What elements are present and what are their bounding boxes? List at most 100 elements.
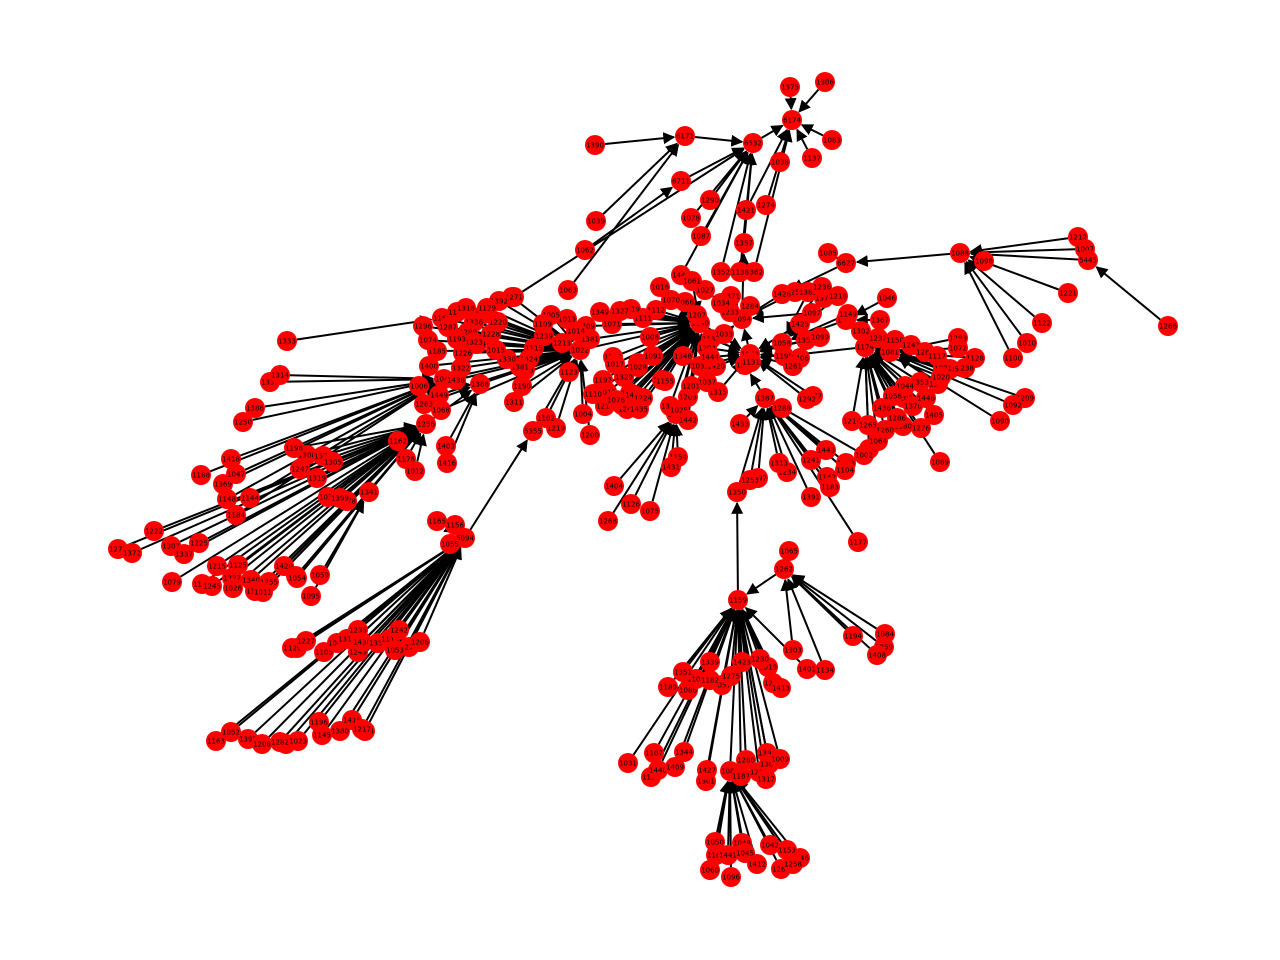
node-label: 1420 [275,563,293,571]
node-label: 1083 [823,137,841,145]
node-n1329: 1329 [614,367,634,387]
node-label: 1108 [687,676,705,684]
node-circle [621,494,641,514]
node-n1064: 1064 [868,431,888,451]
node-label: 1084 [876,631,894,639]
edge-n1033-n1094 [721,325,735,338]
node-label: 1099 [811,334,829,342]
node-label: 1392 [490,298,508,306]
node-circle [721,867,741,887]
node-circle [310,565,330,585]
node-label: 1174 [856,344,874,352]
node-n1187: 1187 [731,766,751,786]
node-label: 1062 [576,247,594,255]
node-n1145: 1145 [312,725,332,745]
node-n1222: 1222 [144,521,164,541]
node-label: 1201 [682,383,700,391]
node-label: 1282 [271,739,289,747]
node-n1053: 1053 [385,640,405,660]
node-label: 1313 [770,460,788,468]
edge-n1300-n1159 [736,609,769,755]
edge-n1229-n1159 [734,609,759,763]
node-n1375: 1375 [780,77,800,97]
edge-n1097-n1094 [751,311,803,324]
node-label: 1251 [786,289,804,297]
node-label: 1401 [798,666,816,674]
node-circle [162,572,182,592]
node-label: 1430 [353,639,371,647]
node-n1443: 1443 [816,440,836,460]
node-label: 1111 [634,315,652,323]
node-n1262: 1262 [774,559,794,579]
node-circle [815,660,835,680]
node-circle [770,749,790,769]
node-n1188: 1188 [191,465,211,485]
node-n1165: 1165 [427,511,447,531]
node-label: 1015 [487,347,505,355]
node-n1333: 1333 [277,331,297,351]
node-n1076: 1076 [606,390,626,410]
node-n1215: 1215 [207,556,227,576]
node-n1138: 1138 [730,262,750,282]
node-label: 1247 [291,466,309,474]
node-circle [760,835,780,855]
node-n1075: 1075 [640,501,660,521]
node-label: 1052 [222,729,240,737]
node-n1403: 1403 [436,436,456,456]
node-label: 1202 [895,395,913,403]
node-circle [523,421,543,441]
node-circle [223,578,243,598]
node-label: 1119 [622,306,640,314]
node-label: 1348 [674,353,692,361]
node-n1179: 1179 [477,298,497,318]
node-label: 6711 [672,178,690,186]
node-n1449: 1449 [429,385,449,405]
node-label: 1166 [433,315,451,323]
node-label: 1180 [894,423,912,431]
edge-n1266-n5445 [1095,266,1161,321]
edge-n1126-n1325 [634,422,672,496]
node-label: 1441 [719,852,737,860]
node-circle [818,243,838,263]
node-label: 1057 [713,682,731,690]
node-label: 1227 [297,638,315,646]
node-label: 1037 [698,379,716,387]
edge-n1177-n1387 [770,406,854,535]
node-label: 1154 [669,454,687,462]
node-label: 1079 [163,579,181,587]
node-n1227: 1227 [296,631,316,651]
node-n1431: 1431 [661,457,681,477]
node-n1344: 1344 [674,742,694,762]
node-label: 1096 [722,874,740,882]
node-circle [1003,348,1023,368]
node-label: 1427 [698,767,716,775]
node-n1010: 1010 [1017,333,1037,353]
node-label: 1337 [175,551,193,559]
node-n6711: 6711 [671,171,691,191]
node-label: 1206 [411,639,429,647]
node-n1031: 1031 [618,753,638,773]
node-label: 1089 [931,459,949,467]
edge-n1159-n1350 [731,501,744,591]
node-circle [930,452,950,472]
node-label: 1126 [622,501,640,509]
node-n1390: 1390 [585,135,605,155]
edge-n1375-n6174 [784,96,797,111]
node-n1123: 1123 [559,362,579,382]
edge-n1449-n1022 [448,350,571,393]
node-circle [797,659,817,679]
node-label: 1220 [489,319,507,327]
node-label: 1117 [928,353,946,361]
node-circle [477,298,497,318]
node-circle [756,769,776,789]
node-label: 1155 [656,378,674,386]
node-label: 1042 [761,842,779,850]
node-label: 1327 [611,308,629,316]
node-circle [836,253,856,273]
edge-n1227-n6094 [313,543,457,637]
node-n1261: 1261 [783,356,803,376]
node-circle [783,854,803,874]
node-label: 1423 [733,659,751,667]
node-label: 1234 [778,469,796,477]
node-label: 1176 [397,456,415,464]
